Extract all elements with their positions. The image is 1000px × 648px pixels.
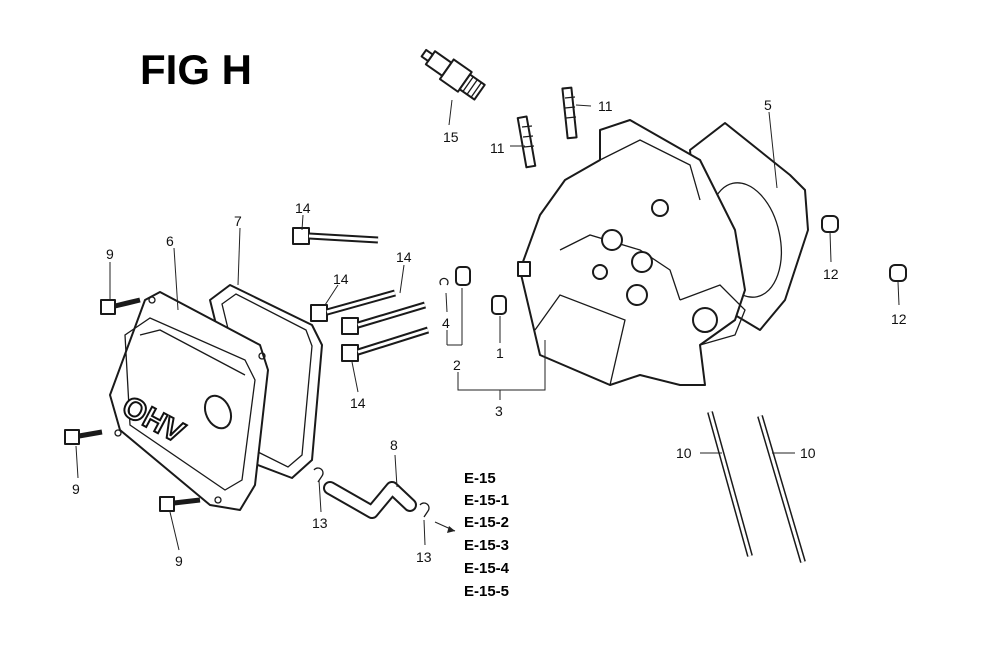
callout-14-bottom: 14 (350, 395, 366, 411)
callout-10-right: 10 (800, 445, 816, 461)
reference-codes: E-15 E-15-1 E-15-2 E-15-3 E-15-4 E-15-5 (464, 470, 510, 600)
callout-14-mid: 14 (333, 271, 349, 287)
callout-2: 2 (453, 357, 461, 373)
callout-3: 3 (495, 403, 503, 419)
dowel-pin-2 (889, 264, 907, 282)
reference-code: E-15-1 (464, 492, 509, 509)
head-bolt-2 (310, 289, 396, 322)
head-bolt-3 (341, 301, 427, 335)
callout-9-top: 9 (106, 246, 114, 262)
reference-code: E-15-3 (464, 537, 509, 554)
callout-14-top: 14 (295, 200, 311, 216)
callout-9-left: 9 (72, 481, 80, 497)
flange-bolt-2 (64, 429, 103, 445)
callout-8: 8 (390, 437, 398, 453)
callout-12-right: 12 (891, 311, 907, 327)
figure-title: FIG H (140, 46, 252, 93)
callout-11-lower: 11 (490, 140, 505, 156)
reference-code: E-15 (464, 470, 496, 487)
breather-tube (323, 481, 417, 519)
callout-9-bottom: 9 (175, 553, 183, 569)
tube-clip-1 (313, 467, 324, 483)
reference-code: E-15-2 (464, 514, 509, 531)
callout-12-left: 12 (823, 266, 839, 282)
callout-7: 7 (234, 213, 242, 229)
stud-upper (561, 86, 578, 140)
callout-15: 15 (443, 129, 459, 145)
flange-bolt-3 (159, 496, 201, 512)
callout-5: 5 (764, 97, 772, 113)
flange-bolt-1 (100, 297, 141, 315)
callout-1: 1 (496, 345, 504, 361)
callout-numbers: 15 11 11 5 6 7 9 9 9 14 14 14 14 4 1 2 3… (72, 97, 907, 569)
valve-seal (439, 266, 471, 286)
callout-4: 4 (442, 315, 450, 331)
callout-6: 6 (166, 233, 174, 249)
callout-13-left: 13 (312, 515, 328, 531)
head-bolt-1 (292, 227, 379, 245)
dowel-pin-1 (821, 215, 839, 233)
long-stud-left (707, 411, 753, 557)
long-stud-right (757, 415, 806, 563)
callout-13-right: 13 (416, 549, 432, 565)
stud-lower (516, 115, 537, 169)
tube-clip-2 (419, 502, 430, 518)
callout-14-right: 14 (396, 249, 412, 265)
reference-code: E-15-4 (464, 560, 510, 577)
callout-10-left: 10 (676, 445, 692, 461)
cylinder-head (517, 119, 746, 386)
reference-code: E-15-5 (464, 583, 509, 600)
head-bolt-4 (341, 326, 430, 362)
leader-lines (75, 99, 900, 551)
valve-guide (491, 295, 507, 315)
callout-11-upper: 11 (598, 98, 613, 114)
spark-plug (420, 48, 486, 101)
